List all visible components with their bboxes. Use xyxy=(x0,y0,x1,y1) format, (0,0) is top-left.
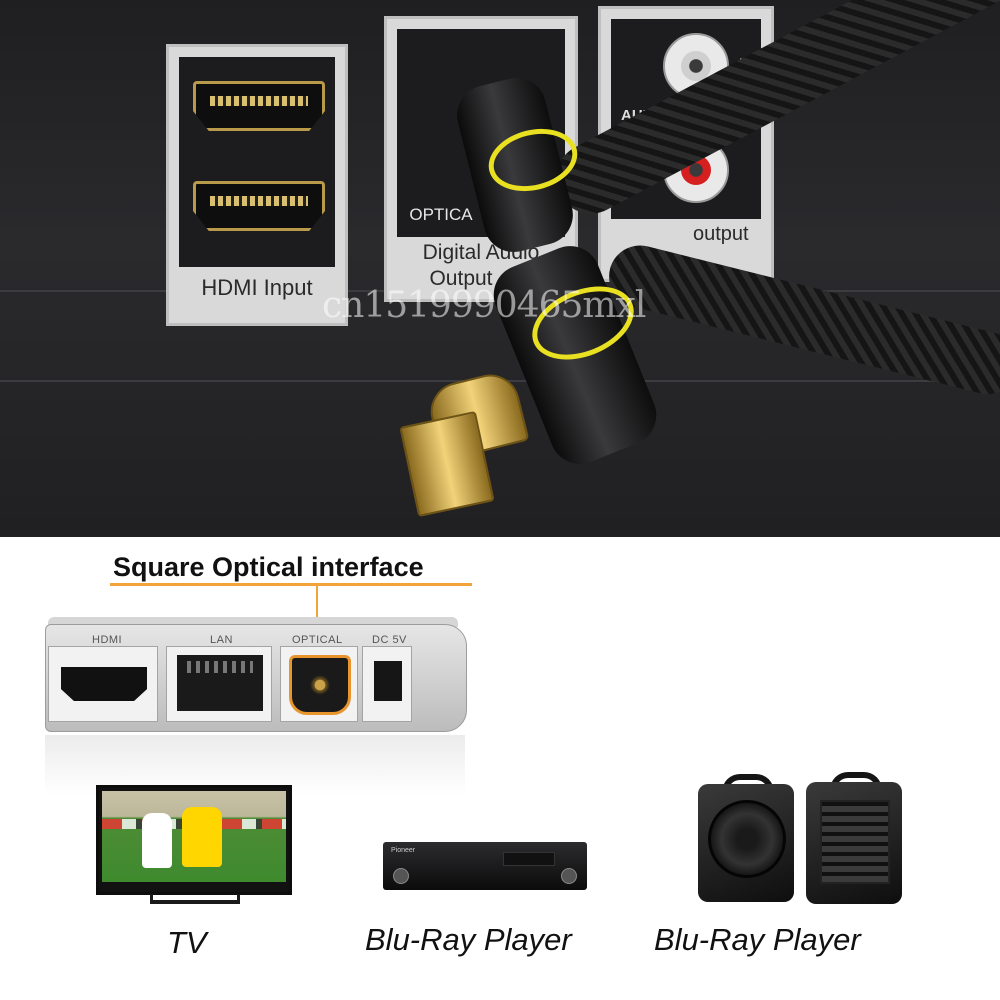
hdmi-input-panel: HDMI Input xyxy=(166,44,348,326)
product-photo: HDMI Input OPTICA Digital Audio Output A… xyxy=(0,0,1000,537)
lan-slot-icon xyxy=(177,655,263,711)
optical-panel-label: Output xyxy=(429,267,493,290)
bluray-display xyxy=(503,852,555,866)
port-label-hdmi: HDMI xyxy=(92,634,123,646)
tv-stand xyxy=(150,894,240,904)
hdmi-slot-icon xyxy=(61,667,147,701)
port-label-lan: LAN xyxy=(210,634,233,646)
callout-underline xyxy=(110,583,472,586)
audio-panel-label: output xyxy=(693,223,749,245)
dc-port xyxy=(362,646,412,722)
caption-speaker: Blu-Ray Player xyxy=(654,922,861,957)
hdmi-panel-inner xyxy=(179,57,335,267)
bluray-knob xyxy=(393,868,409,884)
lan-port xyxy=(166,646,272,722)
player-figure xyxy=(182,807,222,867)
speaker-rear-image xyxy=(806,782,902,904)
dc-slot-icon xyxy=(374,661,402,701)
bluray-player-image: Pioneer xyxy=(383,842,587,890)
caption-bluray: Blu-Ray Player xyxy=(365,922,572,957)
speaker-control-panel xyxy=(820,800,890,884)
hdmi-panel-label: HDMI Input xyxy=(201,275,313,300)
optical-port xyxy=(280,646,358,722)
hdmi-port-icon xyxy=(193,181,325,231)
tv-image xyxy=(96,785,292,895)
bluray-brand-logo: Pioneer xyxy=(391,847,416,854)
watermark: cn1519990465mxl xyxy=(322,285,646,326)
device-top xyxy=(48,617,458,627)
player-figure xyxy=(142,813,172,868)
caption-tv: TV xyxy=(167,925,207,960)
hdmi-port xyxy=(48,646,158,722)
port-label-optical: OPTICAL xyxy=(292,634,343,646)
tv-screen xyxy=(102,791,286,882)
optical-slot-icon xyxy=(289,655,351,715)
optical-panel-text: OPTICA xyxy=(409,205,473,224)
hdmi-port-icon xyxy=(193,81,325,131)
braided-cable xyxy=(602,238,1000,401)
bluray-knob xyxy=(561,868,577,884)
speaker-cone xyxy=(708,800,786,878)
port-label-dc: DC 5V xyxy=(372,634,407,646)
callout-title: Square Optical interface xyxy=(113,552,424,582)
speaker-front-image xyxy=(698,784,794,902)
